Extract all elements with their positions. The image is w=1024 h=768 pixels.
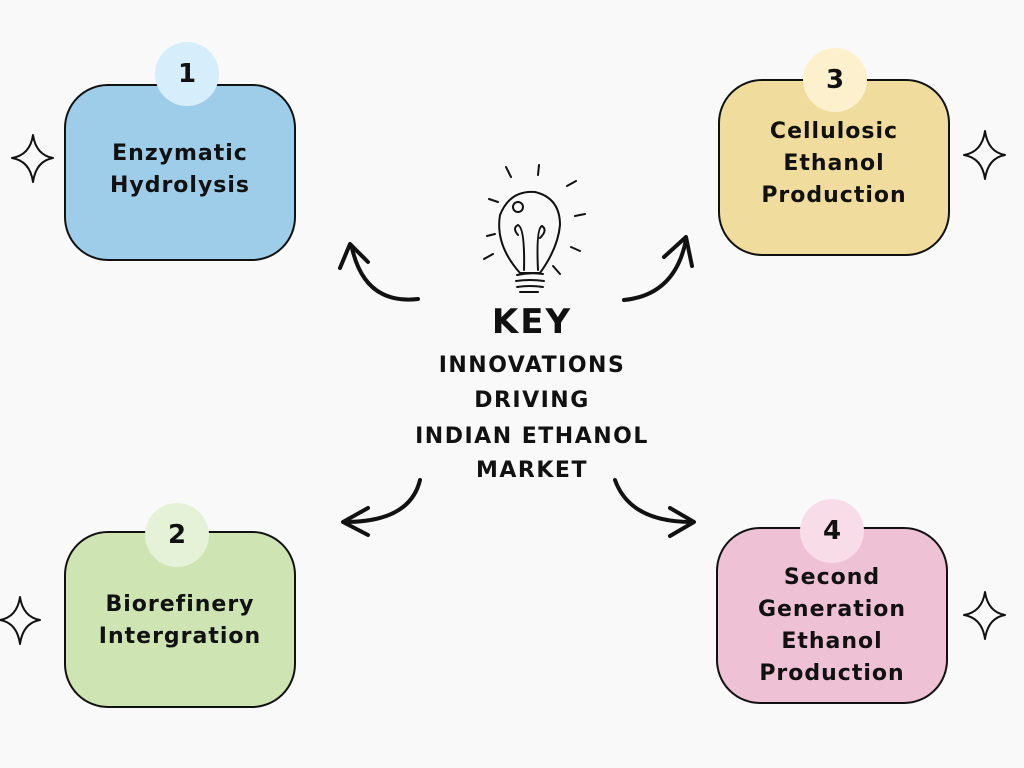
card-number-badge: 1 <box>155 42 219 106</box>
curved-arrow-icon <box>338 242 420 302</box>
title-key: KEY <box>491 302 573 342</box>
card-number-badge: 3 <box>803 48 867 112</box>
card-number-badge: 2 <box>145 503 209 567</box>
sparkle-icon <box>963 591 1006 640</box>
curved-arrow-icon <box>613 478 696 538</box>
card-label: Biorefinery Intergration <box>98 592 262 649</box>
title-line: DRIVING <box>474 388 590 413</box>
card-label: Second Generation Ethanol Production <box>757 565 907 686</box>
card-label: Enzymatic Hydrolysis <box>109 141 251 198</box>
card-enzymatic-hydrolysis: Enzymatic Hydrolysis <box>64 84 296 261</box>
title-line: INDIAN ETHANOL <box>415 424 649 449</box>
sparkle-icon <box>11 134 54 183</box>
lightbulb-icon <box>483 164 586 293</box>
sparkle-icon <box>963 130 1006 180</box>
curved-arrow-icon <box>622 235 694 302</box>
title-line: INNOVATIONS <box>438 353 626 378</box>
title-line: MARKET <box>476 458 588 483</box>
card-number-badge: 4 <box>800 499 864 563</box>
curved-arrow-icon <box>341 478 422 537</box>
card-label: Cellulosic Ethanol Production <box>761 119 907 208</box>
sparkle-icon <box>0 596 41 645</box>
